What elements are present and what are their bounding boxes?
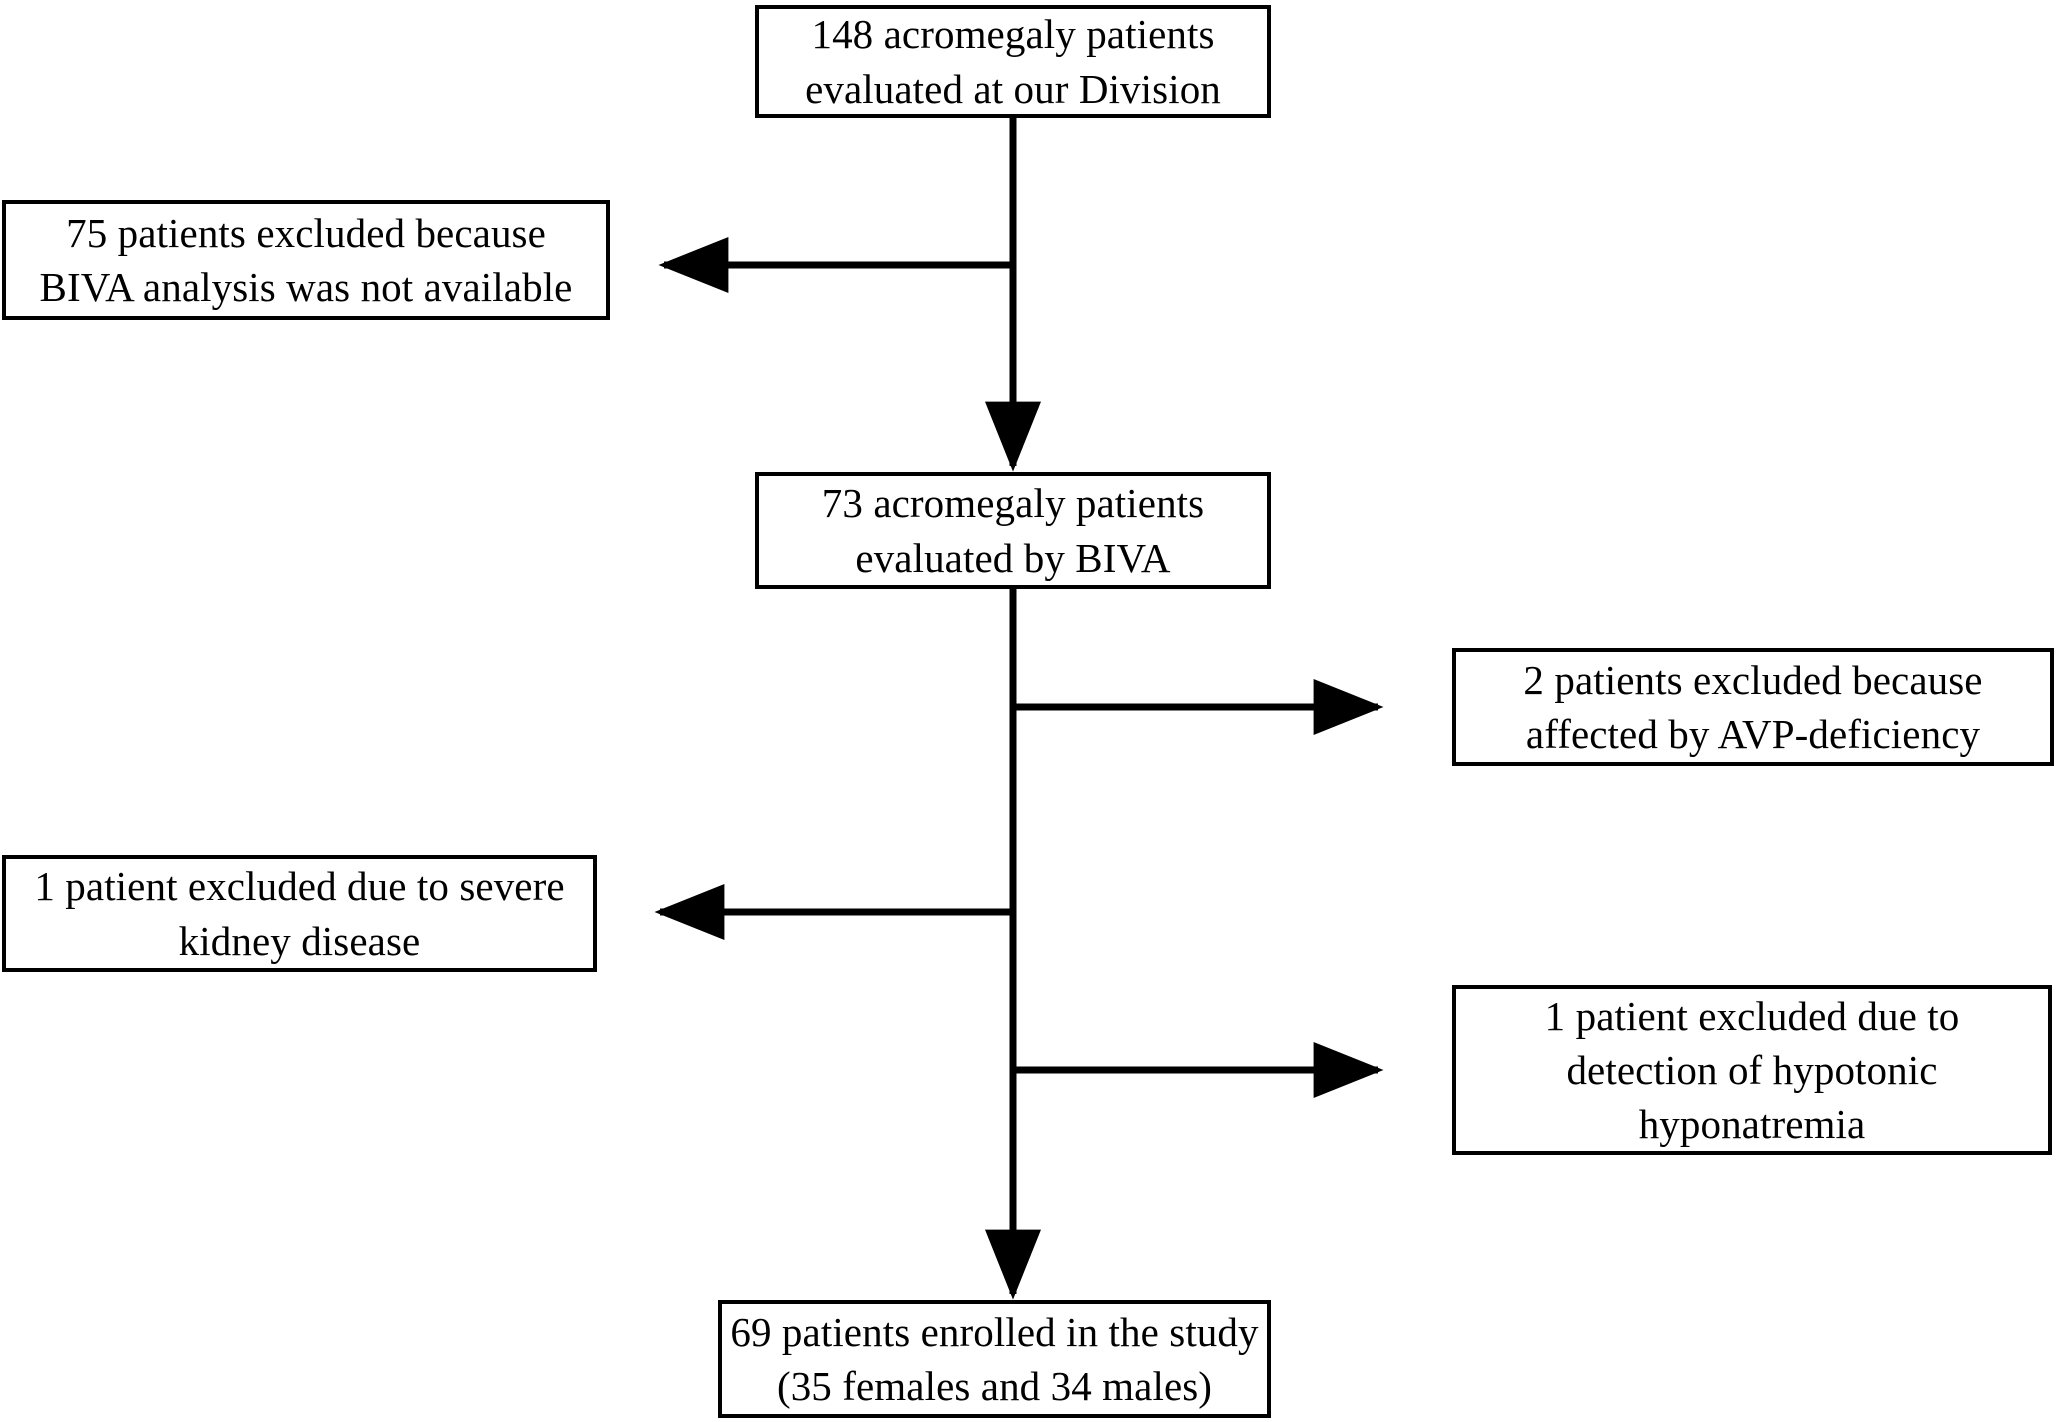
node-evaluated-biva-line-1: 73 acromegaly patients: [821, 480, 1205, 527]
node-evaluated-biva-line-2: evaluated by BIVA: [855, 534, 1171, 581]
node-enrolled-line-1: 69 patients enrolled in the study: [730, 1308, 1259, 1355]
node-evaluated-by-biva: 73 acromegaly patients evaluated by BIVA: [755, 472, 1271, 589]
node-screened-patients: 148 acromegaly patients evaluated at our…: [755, 5, 1271, 118]
node-excluded-hyponatremia-line-2: detection of hypotonic: [1566, 1046, 1938, 1093]
node-excluded-kidney-disease: 1 patient excluded due to severe kidney …: [2, 855, 597, 972]
node-excluded-biva-line-1: 75 patients excluded because: [66, 209, 546, 256]
node-screened-line-1: 148 acromegaly patients: [811, 11, 1215, 58]
node-excluded-kidney-line-1: 1 patient excluded due to severe: [34, 863, 565, 910]
node-screened-line-2: evaluated at our Division: [805, 65, 1221, 112]
node-excluded-avp-line-1: 2 patients excluded because: [1523, 656, 1983, 703]
node-excluded-biva-unavailable: 75 patients excluded because BIVA analys…: [2, 200, 610, 320]
node-enrolled-line-2: (35 females and 34 males): [776, 1363, 1213, 1409]
node-excluded-hyponatremia-line-3: hyponatremia: [1638, 1101, 1866, 1148]
node-excluded-hypotonic-hyponatremia: 1 patient excluded due to detection of h…: [1452, 985, 2052, 1155]
node-excluded-avp-deficiency: 2 patients excluded because affected by …: [1452, 648, 2054, 766]
node-excluded-kidney-line-2: kidney disease: [178, 917, 421, 964]
node-enrolled-patients: 69 patients enrolled in the study (35 fe…: [718, 1300, 1271, 1418]
node-excluded-hyponatremia-line-1: 1 patient excluded due to: [1544, 992, 1960, 1039]
node-excluded-biva-line-2: BIVA analysis was not available: [39, 264, 573, 310]
node-excluded-avp-line-2: affected by AVP-deficiency: [1525, 711, 1981, 757]
